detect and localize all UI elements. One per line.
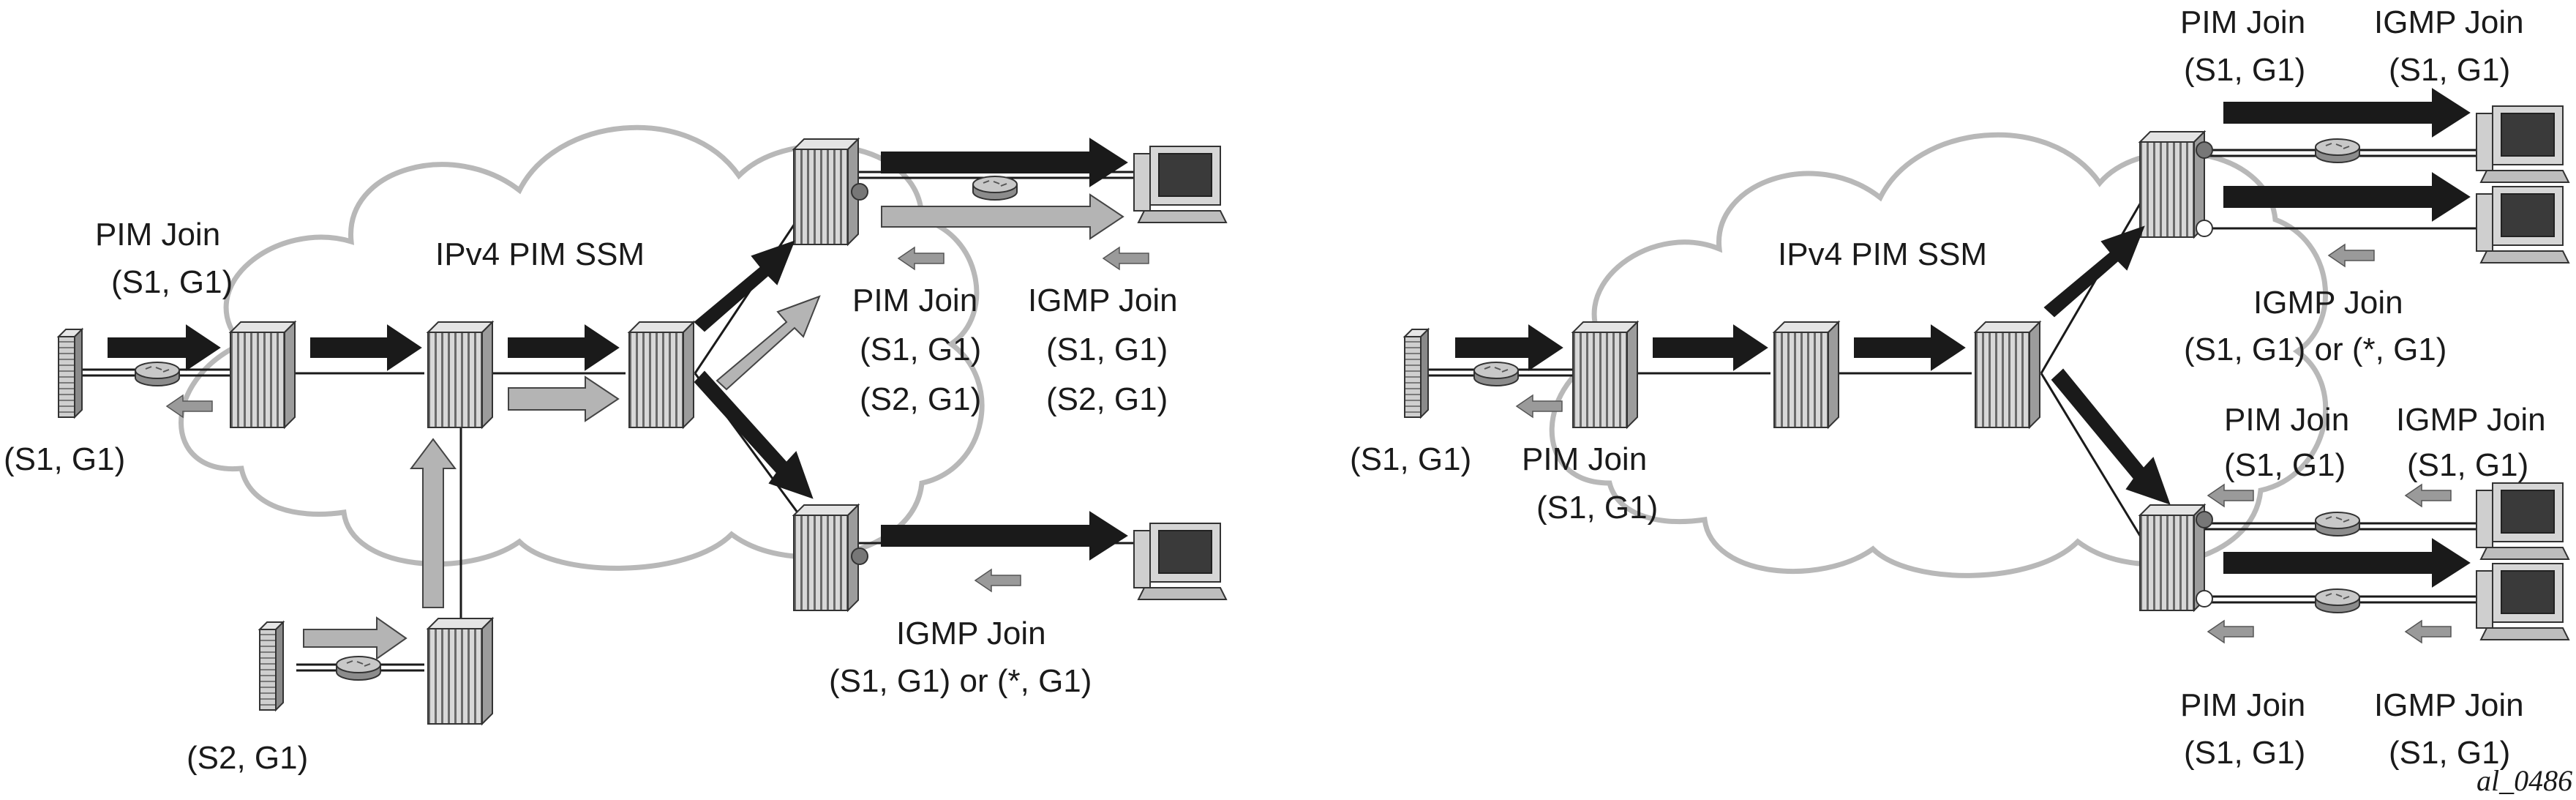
left-router-s2 xyxy=(427,618,493,725)
left-hub-s1 xyxy=(135,362,180,386)
right-diagram: IPv4 PIM SSM xyxy=(1350,4,2569,771)
figure-id: al_0486 xyxy=(2477,764,2572,797)
right-top-igmp-join-group: (S1, G1) xyxy=(2389,52,2510,88)
left-join-arrows xyxy=(165,246,1149,593)
left-lower-igmp-join-line1: (S1, G1) or (*, G1) xyxy=(829,663,1092,699)
right-top-igmp-join-title: IGMP Join xyxy=(2374,4,2524,40)
right-router-first-hop xyxy=(1572,321,1638,428)
right-source-join-title: PIM Join xyxy=(1522,441,1647,477)
left-s1-streams xyxy=(108,138,1128,561)
right-lower-port-marker-2 xyxy=(2196,590,2213,608)
right-hub-s1 xyxy=(1473,362,1519,386)
left-receiver-lower xyxy=(1133,523,1227,600)
left-upper-igmp-join-title: IGMP Join xyxy=(1028,283,1178,318)
right-source1-label: (S1, G1) xyxy=(1350,441,1471,477)
left-source2-label: (S2, G1) xyxy=(187,740,308,776)
left-router-branch xyxy=(628,321,694,428)
right-hub-lower-1 xyxy=(2315,512,2360,537)
right-top-port-marker-2 xyxy=(2196,220,2213,237)
right-router-lower-edge xyxy=(2139,504,2205,611)
right-top-pim-join-title: PIM Join xyxy=(2180,4,2305,40)
left-upper-igmp-join-line1: (S1, G1) xyxy=(1046,332,1168,367)
left-s2-streams xyxy=(303,193,1124,660)
right-low-igmp-join-bottom-group: (S1, G1) xyxy=(2389,735,2510,771)
right-receiver-2 xyxy=(2476,186,2569,263)
left-source1-label: (S1, G1) xyxy=(4,441,125,477)
right-low-pim-join-top-group: (S1, G1) xyxy=(2224,447,2346,483)
right-s1-streams xyxy=(1455,88,2471,588)
right-router-core xyxy=(1773,321,1839,428)
right-join-arrows xyxy=(1515,243,2452,644)
right-cloud-label: IPv4 PIM SSM xyxy=(1778,236,1987,272)
right-top-pim-join-group: (S1, G1) xyxy=(2184,52,2305,88)
right-low-igmp-join-top-group: (S1, G1) xyxy=(2407,447,2528,483)
left-lower-port-marker xyxy=(851,547,868,565)
right-low-pim-join-bottom-group: (S1, G1) xyxy=(2184,735,2305,771)
left-lower-igmp-join-title: IGMP Join xyxy=(896,616,1046,651)
right-source-s1 xyxy=(1404,329,1429,418)
right-receiver-3 xyxy=(2476,482,2569,560)
left-upper-port-marker xyxy=(851,183,868,201)
right-router-branch xyxy=(1975,321,2040,428)
right-hub-top xyxy=(2315,138,2360,163)
left-router-upper-edge xyxy=(793,138,859,245)
right-receiver-1 xyxy=(2476,105,2569,183)
right-mid-igmp-join-title: IGMP Join xyxy=(2253,285,2403,321)
left-upper-pim-join-line2: (S2, G1) xyxy=(860,381,981,417)
right-low-pim-join-top-title: PIM Join xyxy=(2224,402,2349,438)
right-receiver-4 xyxy=(2476,563,2569,640)
right-low-igmp-join-bottom-title: IGMP Join xyxy=(2374,687,2524,723)
left-upper-pim-join-line1: (S1, G1) xyxy=(860,332,981,367)
left-cloud-label: IPv4 PIM SSM xyxy=(435,236,645,272)
left-hub-s2 xyxy=(336,656,381,681)
right-low-pim-join-bottom-title: PIM Join xyxy=(2180,687,2305,723)
left-diagram: IPv4 PIM SSM xyxy=(4,124,1227,776)
left-source-s2 xyxy=(259,621,284,711)
right-top-port-marker-1 xyxy=(2196,141,2213,159)
left-source-s1 xyxy=(58,329,83,418)
right-lower-port-marker-1 xyxy=(2196,511,2213,528)
left-receiver-upper xyxy=(1133,146,1227,223)
left-upper-pim-join-title: PIM Join xyxy=(852,283,977,318)
left-hub-upper xyxy=(972,176,1018,201)
left-router-core xyxy=(427,321,493,428)
right-mid-igmp-join-group: (S1, G1) or (*, G1) xyxy=(2184,332,2447,367)
left-source-join-title: PIM Join xyxy=(95,217,220,253)
left-upper-igmp-join-line2: (S2, G1) xyxy=(1046,381,1168,417)
right-hub-lower-2 xyxy=(2315,588,2360,613)
left-router-lower-edge xyxy=(793,504,859,611)
left-source-join-group: (S1, G1) xyxy=(111,264,233,300)
right-router-upper-edge xyxy=(2139,131,2205,238)
right-source-join-group: (S1, G1) xyxy=(1536,490,1658,526)
left-router-first-hop xyxy=(230,321,296,428)
right-low-igmp-join-top-title: IGMP Join xyxy=(2396,402,2546,438)
